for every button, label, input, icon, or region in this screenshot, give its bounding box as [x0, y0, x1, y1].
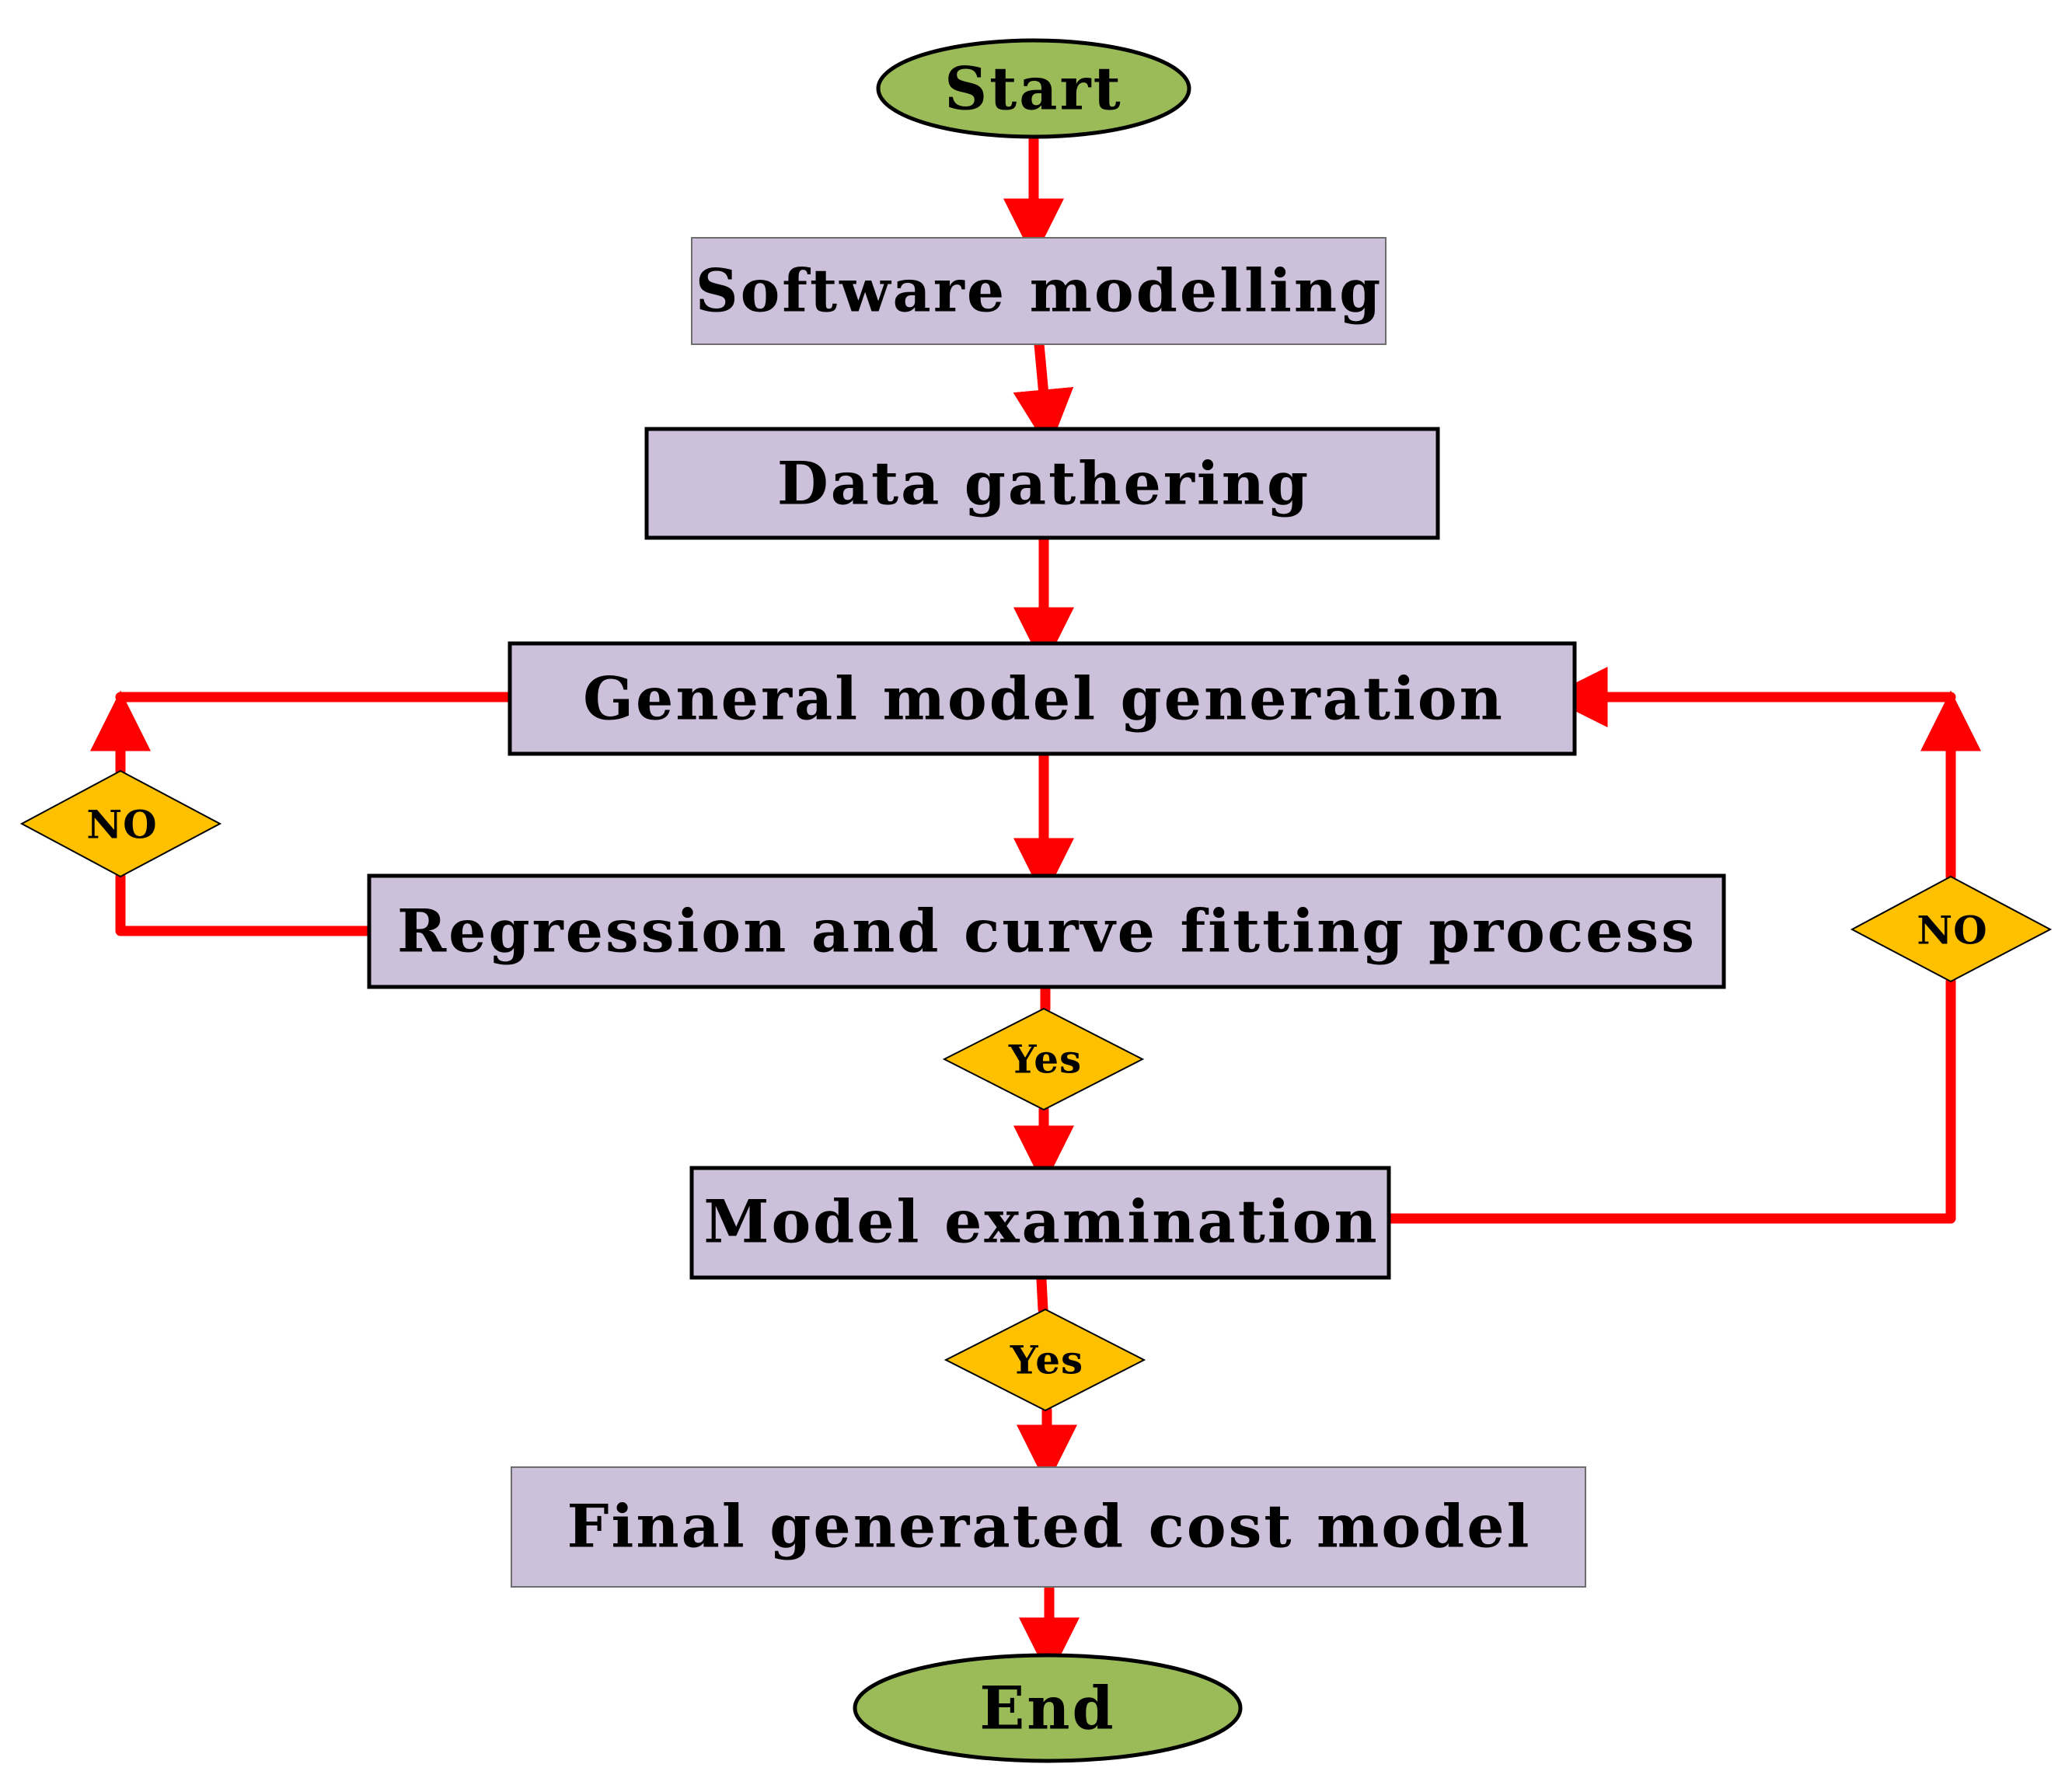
- start-label: Start: [944, 54, 1122, 124]
- line-regression-to-left-no: [115, 871, 377, 936]
- regression-curve-fitting-label: Regression and curve fitting process: [397, 897, 1697, 966]
- decision-right-node: NO: [1850, 875, 2053, 983]
- software-modelling-label: Software modelling: [696, 256, 1383, 326]
- start-node: Start: [876, 38, 1191, 139]
- arrow-software-to-data: [1013, 339, 1074, 451]
- end-label: End: [979, 1674, 1115, 1743]
- decision-left-node: NO: [19, 769, 222, 878]
- decision-yes-1-label: Yes: [1008, 1037, 1082, 1082]
- connectors: [90, 133, 1981, 1679]
- model-examination-node: Model examination: [689, 1166, 1391, 1280]
- final-cost-model-label: Final generated cost model: [567, 1492, 1532, 1561]
- line-examination-to-yes2: [1036, 1274, 1048, 1315]
- line-examination-to-right-no: [1380, 976, 1956, 1224]
- regression-curve-fitting-node: Regression and curve fitting process: [367, 873, 1726, 989]
- general-model-generation-label: General model generation: [583, 664, 1505, 734]
- software-modelling-node: Software modelling: [691, 237, 1387, 345]
- decision-yes-1-node: Yes: [942, 1007, 1145, 1111]
- end-node: End: [853, 1653, 1243, 1763]
- decision-left-label: NO: [86, 802, 157, 848]
- general-model-generation-node: General model generation: [508, 641, 1577, 756]
- final-cost-model-node: Final generated cost model: [511, 1466, 1586, 1588]
- decision-yes-2-node: Yes: [944, 1308, 1146, 1412]
- model-examination-label: Model examination: [703, 1187, 1379, 1257]
- data-gathering-label: Data gathering: [777, 449, 1310, 518]
- data-gathering-node: Data gathering: [644, 427, 1440, 540]
- decision-right-label: NO: [1917, 908, 1987, 953]
- decision-yes-2-label: Yes: [1010, 1337, 1083, 1383]
